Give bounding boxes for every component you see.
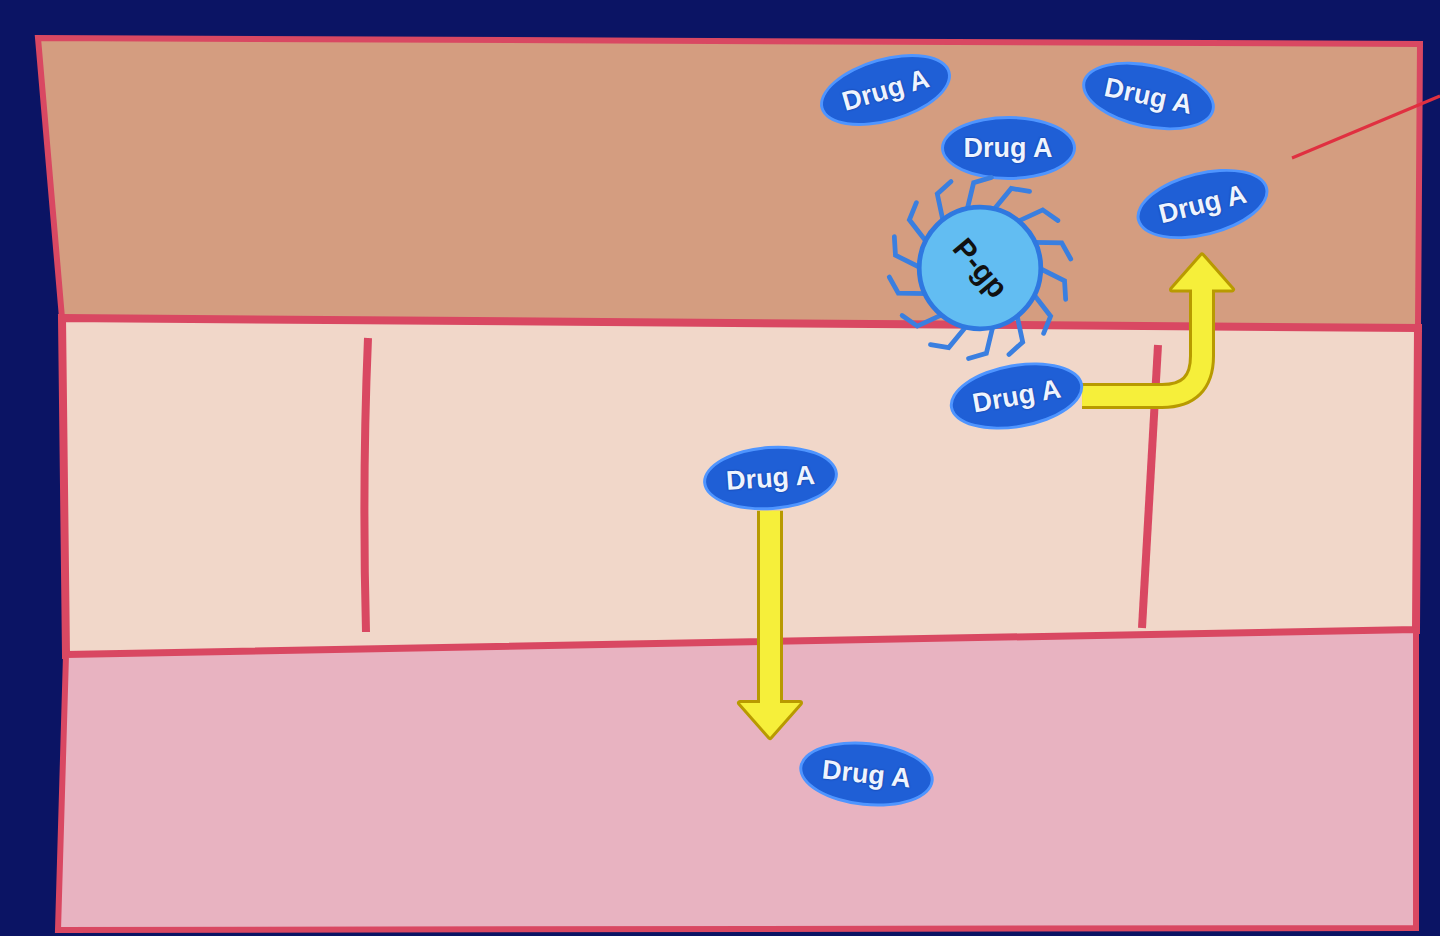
transport-arrow <box>740 511 800 737</box>
lumen-band <box>38 38 1420 328</box>
blood-band <box>58 630 1416 930</box>
drug-label: Drug A <box>820 754 912 794</box>
drug-label: Drug A <box>838 63 932 117</box>
enterocyte-band <box>62 318 1418 655</box>
drug-label: Drug A <box>969 373 1062 419</box>
cell-boundary <box>364 338 368 632</box>
pgp-transporter: P-gp <box>885 173 1075 363</box>
drug-label: Drug A <box>964 133 1053 164</box>
transport-arrow <box>1082 255 1232 396</box>
drug-molecule: Drug A <box>941 116 1076 180</box>
drug-label: Drug A <box>725 459 816 496</box>
leader-line <box>1292 96 1440 158</box>
drug-label: Drug A <box>1101 72 1195 121</box>
drug-label: Drug A <box>1155 178 1249 230</box>
